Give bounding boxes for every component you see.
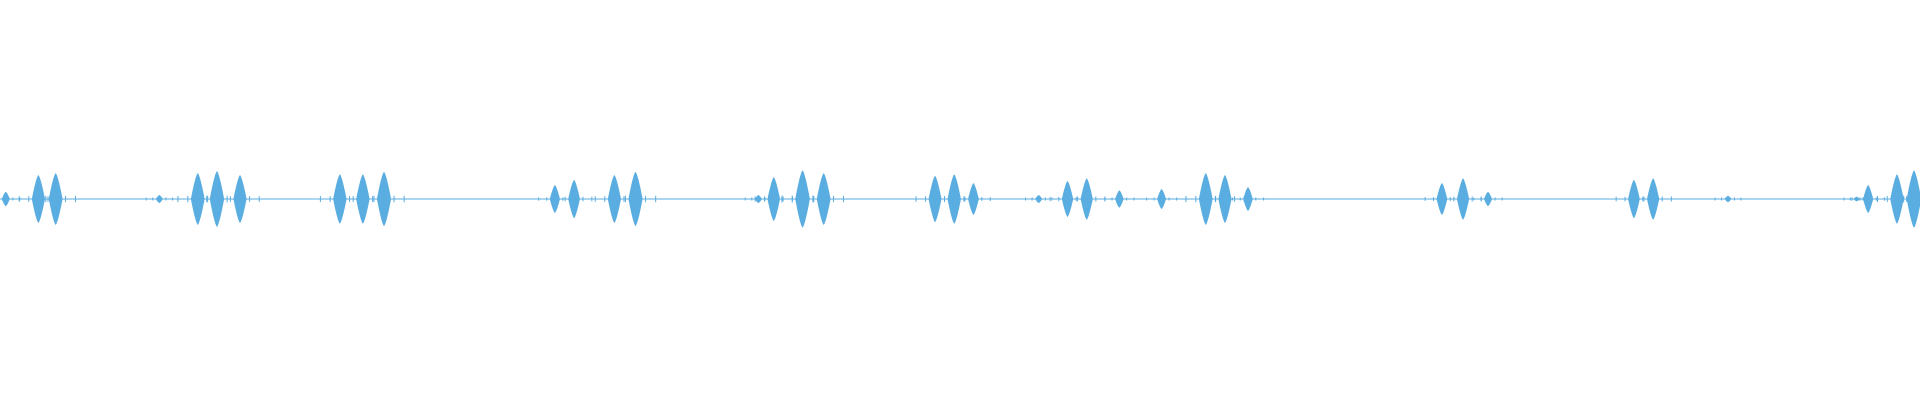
waveform-burst	[795, 170, 810, 228]
waveform-burst	[155, 195, 163, 203]
waveform-burst	[1, 191, 10, 207]
waveform-burst	[754, 195, 762, 203]
waveform-burst	[209, 171, 225, 227]
waveform-burst	[31, 175, 45, 223]
waveform-burst	[1863, 185, 1874, 213]
waveform-burst	[1061, 181, 1074, 217]
waveform-burst	[568, 179, 580, 219]
waveform-burst	[1080, 178, 1093, 220]
waveform-burst	[1853, 196, 1860, 202]
waveform-burst	[48, 173, 63, 225]
waveform-burst	[1483, 191, 1493, 207]
waveform-bursts	[1, 170, 1920, 228]
waveform-burst	[607, 175, 621, 223]
waveform-burst	[1456, 178, 1470, 220]
waveform-burst	[968, 183, 979, 215]
waveform-burst	[628, 171, 643, 227]
waveform-burst	[1647, 178, 1660, 220]
waveform-burst	[1436, 183, 1448, 215]
waveform-burst	[1218, 175, 1232, 223]
waveform-burst	[1906, 170, 1920, 228]
waveform-burst	[1035, 195, 1043, 203]
waveform-burst	[767, 177, 781, 221]
waveform-burst	[376, 171, 392, 227]
waveform-burst	[233, 175, 247, 223]
waveform-burst	[1890, 174, 1904, 224]
waveform-burst	[1243, 187, 1253, 211]
waveform-burst	[1115, 190, 1124, 208]
waveform-burst	[356, 174, 370, 224]
waveform-burst	[549, 185, 560, 213]
waveform-burst	[1157, 189, 1167, 209]
waveform-burst	[1628, 179, 1640, 219]
waveform-burst	[816, 173, 831, 225]
waveform-burst	[333, 174, 347, 224]
waveform-burst	[190, 173, 205, 225]
waveform-burst	[947, 174, 961, 224]
waveform-burst	[1724, 195, 1732, 203]
